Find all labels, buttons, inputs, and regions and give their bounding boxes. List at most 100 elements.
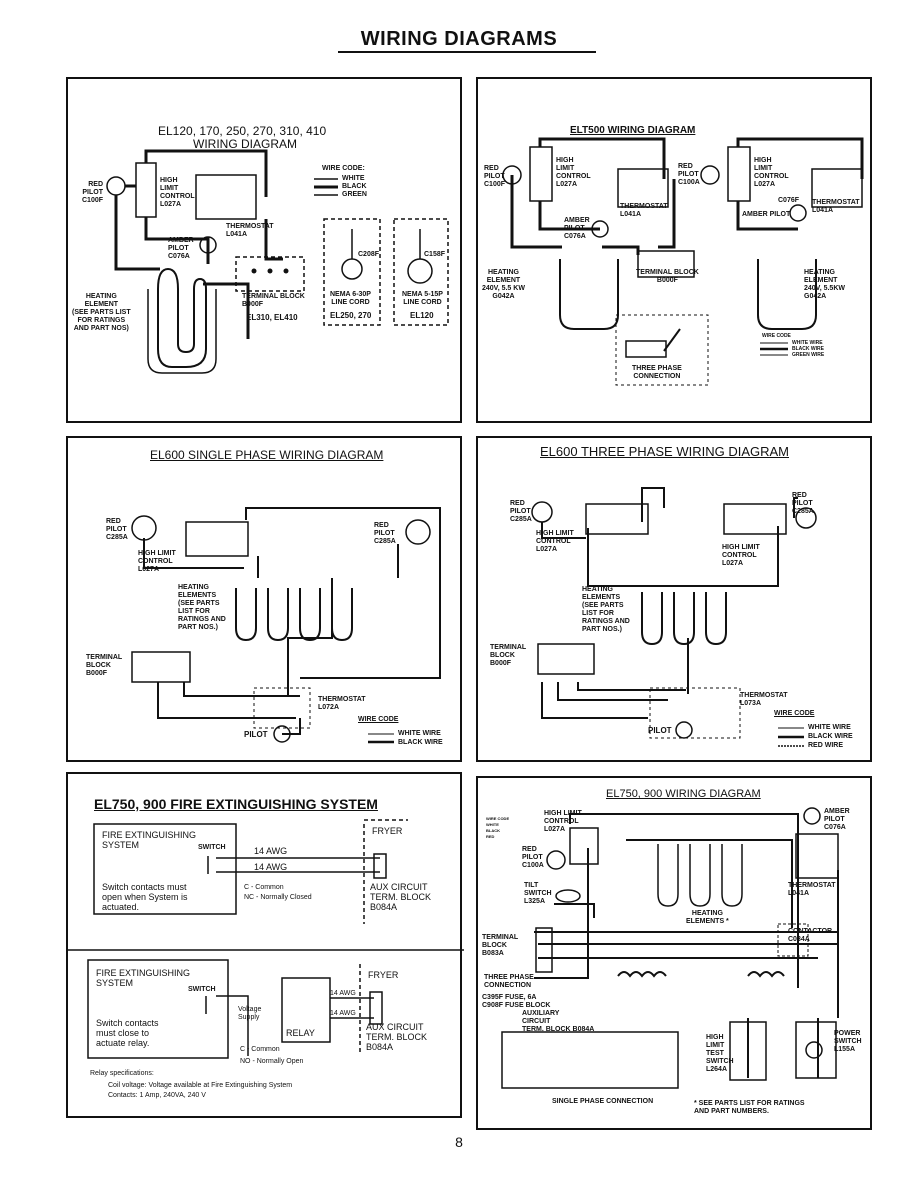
panel3-terminal-block: TERMINAL BLOCK B000F (86, 654, 123, 677)
panel4-wire-white: WHITE WIRE (808, 724, 851, 731)
panel6-wire-code: WIRE CODE WHITE BLACK RED (486, 816, 510, 839)
panel6-aux: AUXILIARY CIRCUIT TERM. BLOCK B084A (522, 1010, 595, 1033)
panel3-red-pilot-right: RED PILOT C285A (374, 522, 396, 545)
panel-el600-single-phase: EL600 SINGLE PHASE WIRING DIAGRAM RED PI… (66, 436, 462, 762)
panel1-cord1-part: C208F (358, 251, 380, 258)
panel6-footnote: * SEE PARTS LIST FOR RATINGS AND PART NU… (694, 1100, 805, 1115)
panel6-test-switch: HIGH LIMIT TEST SWITCH L264A (706, 1034, 734, 1073)
panel2-amber-right: AMBER PILOT (742, 211, 791, 218)
panel1-cord2-models: EL120 (410, 311, 434, 320)
panel6-fuse: C395F FUSE, 6A C908F FUSE BLOCK (482, 994, 551, 1009)
panel1-cord2-label: NEMA 5-15P LINE CORD (402, 291, 443, 306)
panel4-red-pilot-left: RED PILOT C285A (510, 500, 532, 523)
panel6-three-phase: THREE PHASE CONNECTION (484, 974, 534, 989)
panel3-wire-white: WHITE WIRE (398, 730, 441, 737)
panel2-amber-right-part: C076F (778, 197, 800, 204)
panel6-single-phase: SINGLE PHASE CONNECTION (552, 1098, 654, 1105)
panel3-thermostat: THERMOSTAT L072A (318, 696, 366, 711)
panel2-thermostat-left: THERMOSTAT L041A (620, 203, 668, 218)
panel5-awg2: 14 AWG (254, 862, 288, 872)
panel5-fryer1: FRYER (372, 826, 403, 836)
panel3-title: EL600 SINGLE PHASE WIRING DIAGRAM (150, 448, 384, 462)
panel3-wire-black: BLACK WIRE (398, 739, 443, 746)
panel1-wire-black: BLACK (342, 183, 367, 190)
panel2-high-limit-left: HIGH LIMIT CONTROL L027A (556, 157, 591, 188)
panel2-title: ELT500 WIRING DIAGRAM (570, 125, 696, 136)
panel2-terminal-block: TERMINAL BLOCK B000F (636, 269, 699, 284)
panel5-box1-switch: SWITCH (198, 844, 226, 851)
panel1-thermostat-label: THERMOSTAT L041A (226, 223, 274, 238)
panel5-box2-switch: SWITCH (188, 986, 216, 993)
panel-el750-900-wiring: EL750, 900 WIRING DIAGRAM WIRE CODE (476, 776, 872, 1130)
panel1-wire-code: WIRE CODE: (322, 165, 365, 172)
panel1-terminal-models: EL310, EL410 (246, 313, 298, 322)
panel3-pilot: PILOT (244, 730, 268, 739)
panel-el750-fire-extinguishing: EL750, 900 FIRE EXTINGUISHING SYSTEM FIR… (66, 772, 464, 1118)
panel4-red-pilot-right: RED PILOT C285A (792, 492, 814, 515)
panel2-thermostat-right: THERMOSTAT L041A (812, 199, 860, 214)
panel6-amber-pilot: AMBER PILOT C076A (824, 808, 850, 831)
panel5-relay-specs-1: Coil voltage: Voltage available at Fire … (108, 1082, 293, 1089)
panel5-awg3: 14 AWG (330, 990, 356, 997)
panel6-terminal-block: TERMINAL BLOCK B083A (482, 934, 519, 957)
panel5-legend2-no: NO - Normally Open (240, 1058, 304, 1065)
panel1-cord2-part: C158F (424, 251, 446, 258)
panel5-legend-c: C - Common (244, 884, 284, 891)
panel2-wire-black: BLACK WIRE (792, 346, 824, 352)
panel2-wire-code: WIRE CODE (762, 333, 791, 339)
panel4-heating: HEATING ELEMENTS (SEE PARTS LIST FOR RAT… (582, 586, 630, 633)
panel6-power-switch: POWER SWITCH L155A (834, 1030, 862, 1053)
panel1-terminal-block-label: TERMINAL BLOCK B000F (242, 293, 305, 308)
panel4-high-limit-left: HIGH LIMIT CONTROL L027A (536, 530, 574, 553)
panel2-high-limit-right: HIGH LIMIT CONTROL L027A (754, 157, 789, 188)
panel-elt500-wiring: ELT500 WIRING DIAGRAM RED PILOT (476, 77, 872, 423)
panel4-high-limit-right: HIGH LIMIT CONTROL L027A (722, 544, 760, 567)
panel2-wire-green: GREEN WIRE (792, 352, 825, 358)
panel6-red-pilot: RED PILOT C100A (522, 846, 544, 869)
panel5-fryer2: FRYER (368, 970, 399, 980)
panel5-box2-title: FIRE EXTINGUISHING SYSTEM (96, 968, 191, 988)
panel5-relay-specs-2: Contacts: 1 Amp, 240VA, 240 V (108, 1092, 206, 1099)
panel1-cord1-models: EL250, 270 (330, 311, 372, 320)
panel4-terminal-block: TERMINAL BLOCK B000F (490, 644, 527, 667)
panel6-schematic (501, 807, 839, 1089)
panel-el120-wiring: EL120, 170, 250, 270, 310, 410 WIRING DI… (66, 77, 462, 423)
panel6-title: EL750, 900 WIRING DIAGRAM (606, 788, 761, 800)
page-number: 8 (455, 1134, 463, 1150)
panel3-wire-code: WIRE CODE (358, 716, 399, 723)
title-underline (338, 51, 596, 53)
panel2-schematic (502, 137, 864, 386)
panel5-aux2: AUX CIRCUIT TERM. BLOCK B084A (366, 1022, 428, 1052)
panel-el600-three-phase: EL600 THREE PHASE WIRING DIAGRAM RED PIL… (476, 436, 872, 762)
panel5-awg4: 14 AWG (330, 1010, 356, 1017)
panel1-wire-white: WHITE (342, 175, 365, 182)
panel1-cord1-label: NEMA 6-30P LINE CORD (330, 291, 371, 306)
panel3-schematic (131, 507, 441, 744)
panel5-legend2-c: C - Common (240, 1046, 280, 1053)
panel2-wire-white: WHITE WIRE (792, 340, 823, 346)
panel6-contactor: CONTACTOR C034A (788, 928, 833, 943)
panel2-heating-left: HEATING ELEMENT 240V, 5.5 KW G042A (482, 269, 525, 300)
panel5-voltage-supply: Voltage Supply (238, 1006, 262, 1021)
panel2-heating-right: HEATING ELEMENT 240V, 5.5KW G042A (804, 269, 845, 300)
panel6-heating: HEATING ELEMENTS * (686, 910, 729, 925)
panel1-schematic (106, 149, 449, 374)
panel5-awg1: 14 AWG (254, 846, 288, 856)
panel4-wire-code: WIRE CODE (774, 710, 815, 717)
panel1-red-pilot-label: RED PILOT C100F (82, 181, 104, 204)
panel4-wire-black: BLACK WIRE (808, 733, 853, 740)
panel4-title: EL600 THREE PHASE WIRING DIAGRAM (540, 444, 789, 459)
panel5-schematic (68, 819, 464, 1059)
panel4-thermostat: THERMOSTAT L073A (740, 692, 788, 707)
panel1-title-line1: EL120, 170, 250, 270, 310, 410 (158, 124, 327, 138)
panel2-red-pilot-right: RED PILOT C100A (678, 163, 700, 186)
panel5-box2-note: Switch contacts must close to actuate re… (96, 1018, 159, 1048)
panel2-three-phase: THREE PHASE CONNECTION (632, 365, 682, 380)
panel2-amber-pilot-left: AMBER PILOT C076A (564, 217, 590, 240)
panel2-red-pilot-left: RED PILOT C100F (484, 165, 506, 188)
panel1-title-line2: WIRING DIAGRAM (193, 137, 297, 151)
panel5-title: EL750, 900 FIRE EXTINGUISHING SYSTEM (94, 796, 378, 812)
panel5-legend-nc: NC - Normally Closed (244, 894, 312, 901)
panel4-schematic (531, 487, 817, 747)
panel5-relay: RELAY (286, 1028, 315, 1038)
